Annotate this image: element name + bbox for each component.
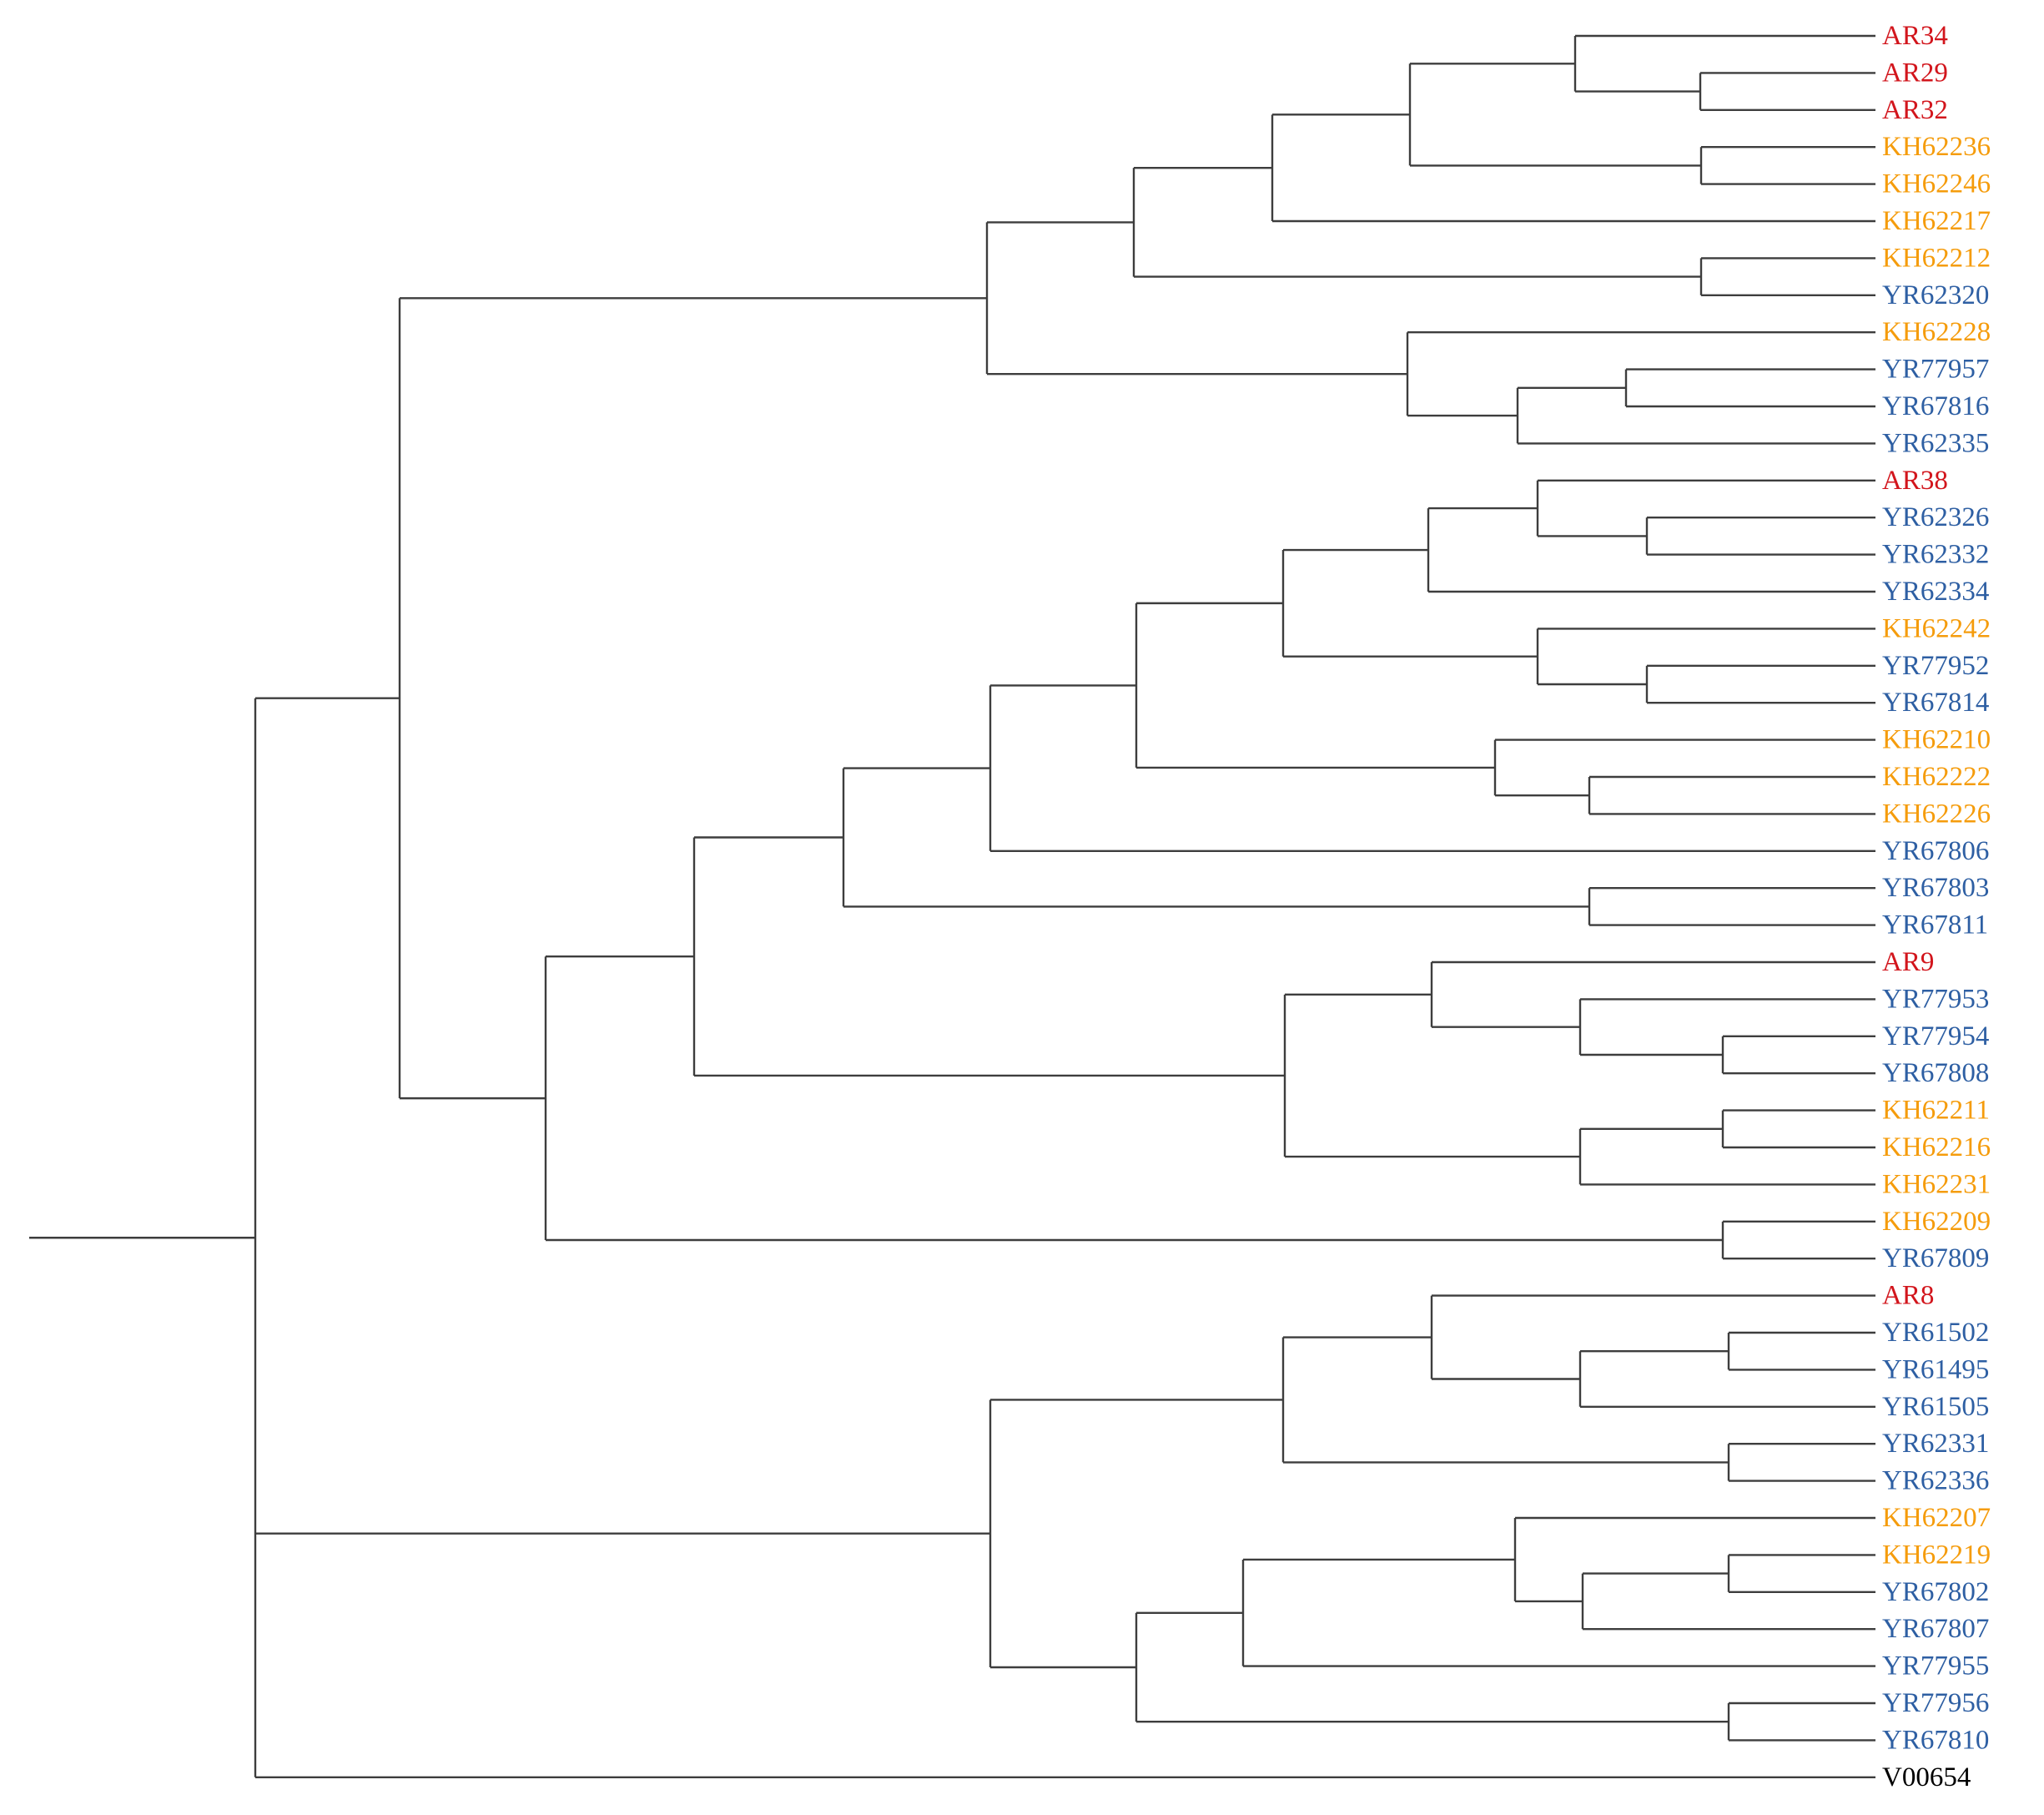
leaf-label-YR67803: YR67803	[1882, 873, 1989, 903]
leaf-label-KH62226: KH62226	[1882, 799, 1991, 829]
leaf-label-KH62216: KH62216	[1882, 1132, 1991, 1162]
leaf-label-KH62209: KH62209	[1882, 1207, 1991, 1237]
leaf-label-YR67807: YR67807	[1882, 1614, 1989, 1644]
leaf-label-KH62246: KH62246	[1882, 169, 1991, 199]
leaf-label-YR77956: YR77956	[1882, 1688, 1989, 1718]
leaf-label-YR61502: YR61502	[1882, 1318, 1989, 1348]
leaf-label-YR77953: YR77953	[1882, 984, 1989, 1014]
leaf-label-YR62332: YR62332	[1882, 540, 1989, 570]
leaf-label-AR32: AR32	[1882, 95, 1948, 125]
leaf-label-YR67810: YR67810	[1882, 1725, 1989, 1755]
leaf-label-YR62335: YR62335	[1882, 428, 1989, 458]
leaf-label-YR62320: YR62320	[1882, 280, 1989, 310]
leaf-label-YR67808: YR67808	[1882, 1058, 1989, 1088]
leaf-label-KH62231: KH62231	[1882, 1169, 1991, 1199]
leaf-label-KH62219: KH62219	[1882, 1540, 1991, 1570]
leaf-label-KH62211: KH62211	[1882, 1096, 1990, 1126]
leaf-label-YR62331: YR62331	[1882, 1429, 1989, 1459]
leaf-label-KH62228: KH62228	[1882, 317, 1991, 347]
leaf-label-YR67806: YR67806	[1882, 836, 1989, 866]
leaf-label-AR29: AR29	[1882, 58, 1948, 88]
leaf-label-YR61505: YR61505	[1882, 1392, 1989, 1422]
leaf-label-KH62222: KH62222	[1882, 762, 1991, 792]
leaf-label-KH62207: KH62207	[1882, 1503, 1991, 1533]
leaf-label-KH62210: KH62210	[1882, 725, 1991, 755]
leaf-label-V00654: V00654	[1882, 1762, 1971, 1792]
leaf-label-AR38: AR38	[1882, 466, 1948, 496]
leaf-label-YR77957: YR77957	[1882, 355, 1989, 385]
leaf-label-YR67802: YR67802	[1882, 1577, 1989, 1607]
leaf-label-KH62236: KH62236	[1882, 132, 1991, 162]
leaf-label-KH62212: KH62212	[1882, 243, 1991, 273]
leaf-label-KH62242: KH62242	[1882, 613, 1991, 643]
leaf-label-YR77952: YR77952	[1882, 651, 1989, 681]
leaf-label-YR77955: YR77955	[1882, 1651, 1989, 1681]
leaf-label-YR67811: YR67811	[1882, 910, 1988, 940]
leaf-label-YR67816: YR67816	[1882, 391, 1989, 421]
leaf-label-YR61495: YR61495	[1882, 1354, 1989, 1384]
leaf-label-YR62326: YR62326	[1882, 502, 1989, 532]
leaf-label-AR34: AR34	[1882, 21, 1948, 51]
leaf-label-YR62336: YR62336	[1882, 1466, 1989, 1496]
leaf-label-YR67809: YR67809	[1882, 1243, 1989, 1273]
leaf-label-AR9: AR9	[1882, 947, 1934, 977]
leaf-label-YR77954: YR77954	[1882, 1021, 1989, 1051]
leaf-label-KH62217: KH62217	[1882, 206, 1991, 236]
leaf-label-YR62334: YR62334	[1882, 577, 1989, 607]
leaf-label-AR8: AR8	[1882, 1281, 1934, 1311]
leaf-label-YR67814: YR67814	[1882, 688, 1989, 718]
